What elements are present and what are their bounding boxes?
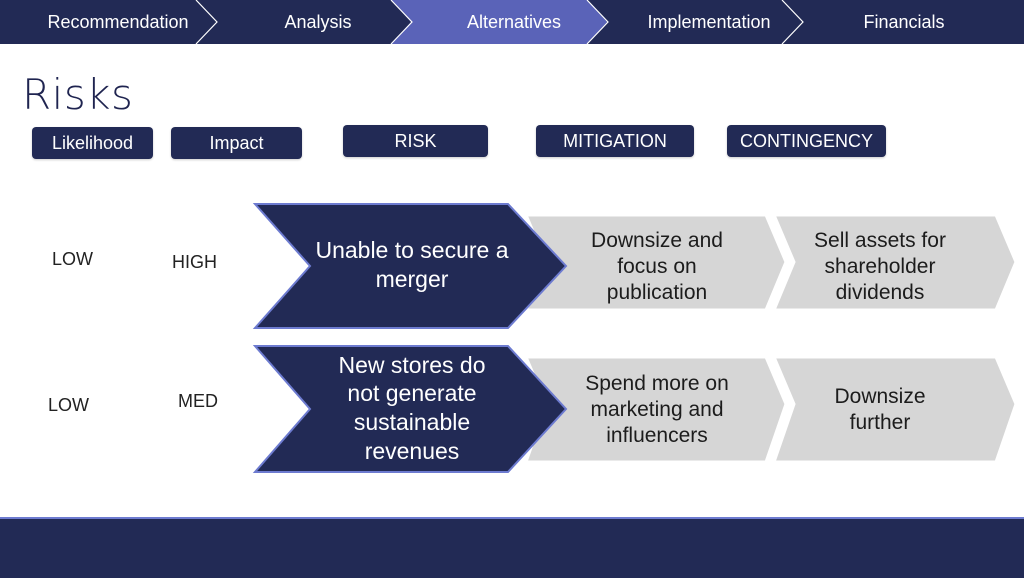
- nav-separator: [586, 0, 609, 45]
- row1-mitigation-text: Downsize and focus on publication: [591, 228, 723, 305]
- nav-step-recommendation[interactable]: Recommendation: [47, 12, 189, 32]
- row2-risk-text: New stores do not generate sustainable r…: [338, 351, 486, 464]
- row2-impact: MED: [178, 391, 218, 411]
- row2-chevrons: [252, 345, 1018, 473]
- row1-impact: HIGH: [172, 252, 217, 272]
- header-risk: RISK: [343, 125, 488, 157]
- nav-separator: [781, 0, 804, 45]
- row2-contingency-text: Downsize further: [834, 384, 926, 434]
- header-impact: Impact: [171, 127, 302, 159]
- row1-chevrons: [252, 203, 1018, 329]
- row1-likelihood: LOW: [52, 249, 94, 269]
- row2-mitigation-text: Spend more on marketing and influencers: [585, 371, 729, 448]
- row2-risk-chevron: [252, 345, 568, 473]
- header-mitigation: MITIGATION: [536, 125, 694, 157]
- nav-step-alternatives[interactable]: Alternatives: [466, 12, 562, 32]
- row2-likelihood: LOW: [48, 395, 90, 415]
- nav-separator: [195, 0, 218, 45]
- row1-contingency-text: Sell assets for shareholder dividends: [814, 228, 946, 305]
- row1-risk-chevron: [252, 203, 568, 329]
- footer-band: [0, 517, 1024, 578]
- header-contingency: CONTINGENCY: [727, 125, 886, 157]
- nav-bar: [0, 0, 1024, 45]
- row1-risk-text: Unable to secure a merger: [315, 237, 509, 292]
- nav-separator: [390, 0, 413, 45]
- nav-step-analysis[interactable]: Analysis: [284, 12, 352, 32]
- row1-contingency-chevron: [771, 213, 1018, 312]
- header-likelihood: Likelihood: [32, 127, 153, 159]
- nav-step-implementation[interactable]: Implementation: [647, 12, 771, 32]
- nav-step-financials[interactable]: Financials: [863, 12, 945, 32]
- nav-active-highlight: [391, 0, 607, 44]
- page-title: Risks: [22, 70, 134, 119]
- row2-contingency-chevron: [771, 355, 1018, 464]
